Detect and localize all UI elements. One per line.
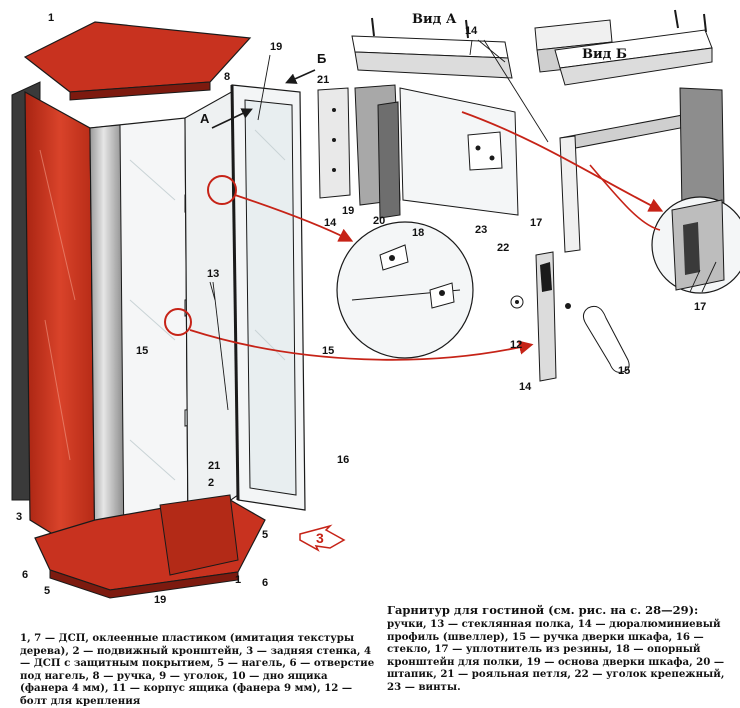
cabinet-front-frame — [89, 117, 189, 561]
label-22: 22 — [497, 242, 510, 254]
label-21b: 21 — [208, 460, 221, 472]
hinge-strip — [317, 87, 351, 199]
label-14c: 14 — [519, 381, 532, 393]
label-5b: 5 — [262, 529, 269, 541]
label-14a: 14 — [465, 25, 478, 37]
handle-callout-circle — [164, 308, 192, 336]
cabinet-left-side — [24, 90, 96, 562]
label-3: 3 — [16, 511, 23, 523]
label-19b: 19 — [342, 205, 355, 217]
callout-arrows — [189, 111, 664, 361]
door-base-section — [354, 84, 401, 219]
label-15c: 15 — [618, 365, 631, 377]
label-15b: 15 — [322, 345, 335, 357]
door-handle-detail — [565, 303, 630, 373]
seal-detail-magnified — [651, 196, 740, 294]
cabinet-top-panel — [23, 21, 252, 101]
bolt-detail — [510, 295, 524, 309]
label-8: 8 — [224, 71, 231, 83]
label-20: 20 — [373, 215, 386, 227]
label-19a: 19 — [270, 41, 283, 53]
caption-right: Гарнитур для гостиной (см. рис. на с. 28… — [387, 603, 732, 694]
open-door — [230, 84, 306, 511]
arrow-3-indicator — [299, 524, 346, 552]
label-1a: 1 — [48, 12, 55, 24]
caption-right-title: Гарнитур для гостиной (см. рис. на с. 28… — [387, 603, 699, 617]
profile-channel-vid-b — [554, 29, 713, 86]
label-a: А — [200, 111, 210, 126]
label-12: 12 — [510, 339, 523, 351]
corner-bracket-fastener — [467, 131, 503, 171]
label-14b: 14 — [324, 217, 337, 229]
label-6b: 6 — [262, 577, 269, 589]
arrow-3-label: 3 — [316, 530, 324, 546]
caption-right-body: ручки, 13 — стеклянная полка, 14 — дюрал… — [387, 618, 725, 693]
bracket-callout-circle — [207, 175, 237, 205]
view-a-title: Вид А — [412, 12, 457, 27]
label-17a: 17 — [530, 217, 543, 229]
screws-top — [371, 9, 707, 39]
label-2: 2 — [208, 477, 215, 489]
label-19c: 19 — [154, 594, 167, 606]
label-23: 23 — [475, 224, 488, 236]
leader-lines — [209, 39, 717, 411]
label-b: Б — [317, 51, 327, 66]
label-1b: 1 — [235, 574, 242, 586]
cabinet-plinth-block — [159, 494, 239, 576]
label-16: 16 — [337, 454, 350, 466]
view-b-title: Вид Б — [582, 47, 627, 62]
label-17b: 17 — [694, 301, 707, 313]
label-5a: 5 — [44, 585, 51, 597]
door-glass-corner — [399, 87, 519, 216]
view-direction-arrows — [211, 69, 316, 129]
label-13: 13 — [207, 268, 220, 280]
label-6a: 6 — [22, 569, 29, 581]
vertical-profile-channel — [535, 251, 557, 382]
label-15a: 15 — [136, 345, 149, 357]
caption-left: 1, 7 — ДСП, оклеенные пластиком (имитаци… — [20, 632, 375, 707]
label-18: 18 — [412, 227, 425, 239]
bracket-detail-magnified — [336, 221, 474, 359]
label-21a: 21 — [317, 74, 330, 86]
